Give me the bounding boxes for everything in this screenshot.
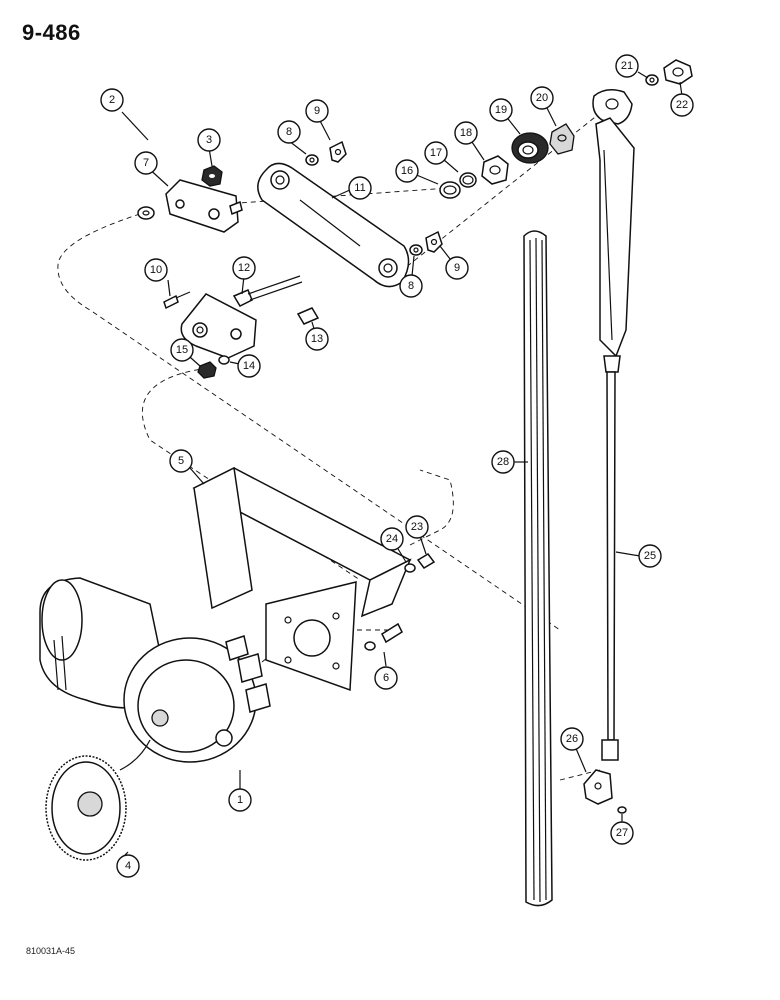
- svg-text:8: 8: [286, 126, 292, 138]
- mounting-bracket-part-5: [192, 466, 412, 692]
- callout-8b: 8: [399, 274, 423, 298]
- callout-20: 20: [530, 86, 554, 110]
- callout-16: 16: [395, 159, 419, 183]
- svg-text:17: 17: [430, 147, 442, 159]
- svg-text:18: 18: [460, 127, 472, 139]
- gear-part-4: [45, 739, 151, 861]
- clip-part-27: [617, 806, 627, 814]
- svg-text:26: 26: [566, 733, 578, 745]
- callout-23: 23: [405, 515, 429, 539]
- svg-text:25: 25: [644, 550, 656, 562]
- callout-14: 14: [237, 354, 261, 378]
- callout-5: 5: [169, 449, 193, 473]
- clip-part-9-lower: [425, 230, 443, 253]
- washer-part-17: [459, 172, 477, 188]
- svg-text:7: 7: [143, 157, 149, 169]
- callout-18: 18: [454, 121, 478, 145]
- callout-1: 1: [228, 788, 252, 812]
- grommet-part-19: [511, 132, 549, 164]
- cap-nut-part-22: [663, 59, 693, 85]
- washer-part-2: [137, 206, 155, 220]
- callout-28: 28: [491, 450, 515, 474]
- callout-10: 10: [144, 258, 168, 282]
- callout-26: 26: [560, 727, 584, 751]
- svg-text:3: 3: [206, 134, 212, 146]
- svg-text:9: 9: [314, 105, 320, 117]
- callout-21: 21: [615, 54, 639, 78]
- callout-9a: 9: [305, 99, 329, 123]
- wiper-blade-adapter-part-26: [583, 769, 613, 805]
- svg-text:16: 16: [401, 165, 413, 177]
- page-number: 9-486: [22, 20, 81, 45]
- nut-part-18: [481, 155, 509, 185]
- svg-text:27: 27: [616, 827, 628, 839]
- callout-24: 24: [380, 527, 404, 551]
- svg-text:21: 21: [621, 60, 633, 72]
- nut-part-15: [197, 361, 217, 379]
- svg-text:24: 24: [386, 533, 398, 545]
- screw-part-10: [163, 291, 191, 310]
- callout-11: 11: [348, 176, 372, 200]
- callout-3: 3: [197, 128, 221, 152]
- svg-text:23: 23: [411, 521, 423, 533]
- callout-13: 13: [305, 327, 329, 351]
- svg-text:4: 4: [125, 860, 131, 872]
- svg-text:9: 9: [454, 262, 460, 274]
- wiper-motor-part-1: [39, 577, 271, 763]
- wiper-blade-part-28: [523, 230, 553, 907]
- svg-text:20: 20: [536, 92, 548, 104]
- screw-part-23: [416, 553, 436, 569]
- pin-part-13: [296, 307, 320, 325]
- svg-text:6: 6: [383, 672, 389, 684]
- nut-part-3: [201, 165, 223, 187]
- pivot-assembly-part-12: [180, 275, 303, 359]
- callout-27: 27: [610, 821, 634, 845]
- svg-text:11: 11: [354, 182, 365, 194]
- callout-4: 4: [116, 854, 140, 878]
- bolt-part-6: [364, 622, 403, 651]
- leader-lines: [119, 71, 683, 861]
- callout-2: 2: [100, 88, 124, 112]
- svg-text:13: 13: [311, 333, 323, 345]
- washer-part-14: [218, 355, 230, 365]
- svg-text:19: 19: [495, 104, 507, 116]
- callout-17: 17: [424, 141, 448, 165]
- callout-7: 7: [134, 151, 158, 175]
- svg-text:22: 22: [676, 99, 688, 111]
- svg-text:14: 14: [243, 360, 255, 372]
- callout-22: 22: [670, 93, 694, 117]
- callout-19: 19: [489, 98, 513, 122]
- svg-text:1: 1: [237, 794, 243, 806]
- clip-part-9-upper: [329, 140, 347, 163]
- callout-6: 6: [374, 666, 398, 690]
- callout-25: 25: [638, 544, 662, 568]
- svg-text:15: 15: [176, 344, 188, 356]
- svg-text:28: 28: [497, 456, 509, 468]
- svg-text:12: 12: [238, 262, 250, 274]
- callout-9b: 9: [445, 256, 469, 280]
- washer-part-21: [645, 74, 659, 86]
- washer-part-8-upper: [305, 154, 319, 166]
- link-arm-part-11: [257, 162, 410, 288]
- callout-8a: 8: [277, 120, 301, 144]
- wiper-arm-part-25: [592, 89, 635, 761]
- svg-text:5: 5: [178, 455, 184, 467]
- svg-text:8: 8: [408, 280, 414, 292]
- svg-text:2: 2: [109, 94, 115, 106]
- washer-part-8-lower: [409, 244, 423, 256]
- bracket-part-7: [165, 179, 243, 233]
- callout-12: 12: [232, 256, 256, 280]
- bushing-part-20: [549, 123, 575, 155]
- svg-text:10: 10: [150, 264, 162, 276]
- washer-part-16: [439, 181, 461, 199]
- washer-part-24: [404, 563, 416, 573]
- figure-code: 810031A-45: [26, 946, 76, 956]
- callout-15: 15: [170, 338, 194, 362]
